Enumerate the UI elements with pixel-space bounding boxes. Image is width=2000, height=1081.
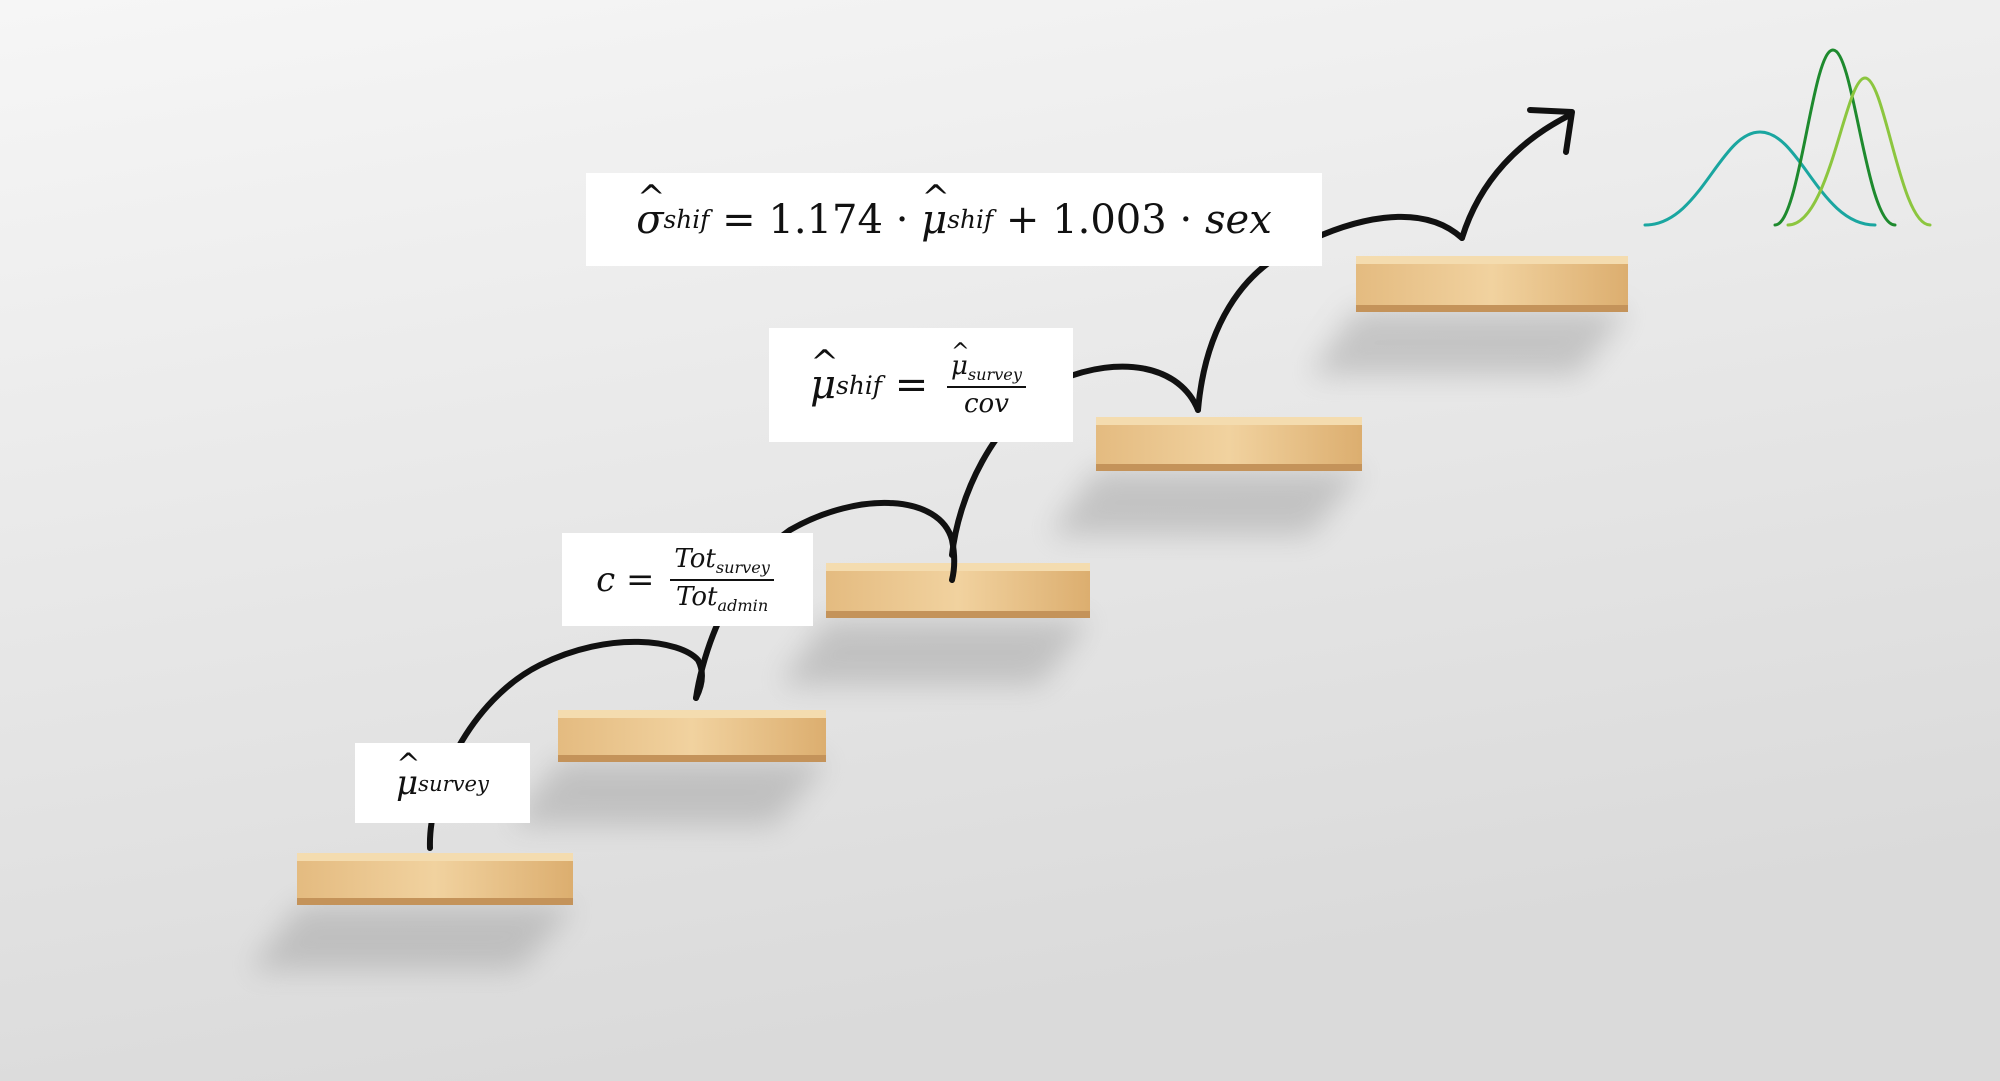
bell-curves-logo-icon xyxy=(1643,48,1932,227)
wooden-block-5 xyxy=(1356,256,1628,312)
mu-symbol: μ xyxy=(810,362,836,408)
mu-subscript: shif xyxy=(836,370,882,400)
dot-operator-1: · xyxy=(895,196,909,243)
mu-symbol: μ xyxy=(921,197,947,243)
c-symbol: c xyxy=(596,559,616,600)
equals-sign: = xyxy=(626,559,655,600)
denominator-base: Tot xyxy=(676,581,718,612)
sex-variable: sex xyxy=(1205,196,1272,243)
equation-mu-survey: μsurvey xyxy=(355,743,530,823)
numerator-base: Tot xyxy=(674,544,716,575)
fraction: Totsurvey Totadmin xyxy=(670,544,774,615)
denominator: cov xyxy=(964,388,1009,419)
equals-sign: = xyxy=(894,362,929,408)
mu-subscript: survey xyxy=(418,770,489,796)
numerator-subscript: survey xyxy=(967,365,1022,385)
sigma-subscript: shif xyxy=(663,205,710,234)
denominator-subscript: admin xyxy=(717,595,769,615)
wooden-block-2 xyxy=(558,710,826,762)
dot-operator-2: · xyxy=(1179,196,1193,243)
wooden-block-1 xyxy=(297,853,573,905)
wooden-block-4 xyxy=(1096,417,1362,471)
fraction: μsurvey cov xyxy=(947,351,1026,419)
coefficient-1: 1.174 xyxy=(768,196,883,243)
wooden-block-3 xyxy=(826,563,1090,618)
numerator-subscript: survey xyxy=(715,558,770,578)
equation-c-ratio: c = Totsurvey Totadmin xyxy=(562,533,813,626)
numerator-mu: μ xyxy=(951,351,968,381)
mu-symbol: μ xyxy=(396,763,418,803)
sigma-symbol: σ xyxy=(636,197,663,243)
mu-subscript: shif xyxy=(947,205,994,234)
plus-sign: + xyxy=(1005,196,1040,243)
coefficient-2: 1.003 xyxy=(1052,196,1167,243)
block-shadows xyxy=(250,310,1628,970)
equals-sign: = xyxy=(722,196,756,243)
